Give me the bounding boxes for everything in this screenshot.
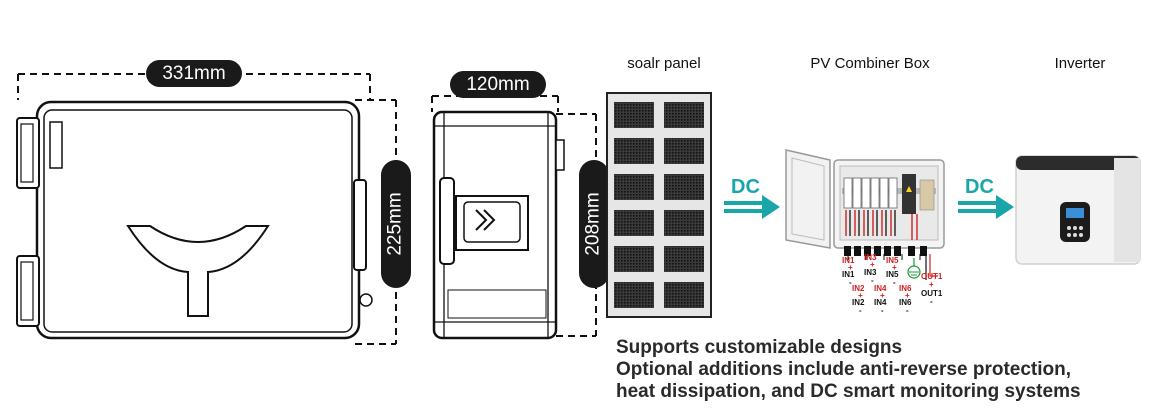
terminal-minus-2: - (859, 306, 862, 315)
dc-arrow-1 (724, 195, 780, 219)
caption-line-2: Optional additions include anti-reverse … (616, 359, 1072, 380)
front-width-label: 331mm (162, 62, 226, 84)
terminal-minus-1: - (849, 278, 852, 287)
terminal-in2-red: IN2 (852, 284, 865, 293)
solar-panel-icon (606, 92, 712, 318)
terminal-plus-6: + (905, 291, 910, 300)
terminal-in5-red: IN5 (886, 256, 899, 265)
terminal-plus-1: + (848, 263, 853, 272)
terminal-plus-3: + (870, 260, 875, 269)
terminal-in3-red: IN3 (864, 253, 877, 262)
terminal-plus-5: + (892, 263, 897, 272)
dc-label-1: DC (731, 176, 760, 198)
terminal-in4-red: IN4 (874, 284, 887, 293)
side-height-dimension: 208mm (579, 160, 609, 288)
dc-arrow-2 (958, 195, 1014, 219)
side-width-label: 120mm (466, 73, 530, 95)
terminal-out1-red: OUT1 (921, 272, 943, 281)
front-height-label: 225mm (385, 192, 407, 256)
terminal-minus-6: - (906, 306, 909, 315)
terminal-in1: IN1 (842, 270, 855, 279)
terminal-minus-4: - (881, 306, 884, 315)
combiner-box-icon (785, 149, 945, 256)
terminal-in5: IN5 (886, 270, 899, 279)
side-height-label: 208mm (583, 192, 605, 256)
terminal-in1-red: IN1 (842, 256, 855, 265)
terminal-minus-out: - (930, 297, 933, 306)
front-height-dimension: 225mm (381, 160, 411, 288)
front-view-drawing (16, 73, 397, 345)
inverter-label: Inverter (1054, 55, 1106, 72)
terminal-minus-5: - (893, 278, 896, 287)
terminal-in6: IN6 (899, 298, 912, 307)
terminal-minus-3: - (871, 276, 874, 285)
terminal-wiring-diagram (847, 254, 938, 280)
terminal-out1: OUT1 (921, 289, 943, 298)
solar-panel-label: soalr panel (627, 55, 701, 72)
terminal-plus-4: + (880, 291, 885, 300)
side-width-dimension: 120mm (450, 71, 546, 98)
terminal-in6-red: IN6 (899, 284, 912, 293)
terminal-in4: IN4 (874, 298, 887, 307)
caption-line-1: Supports customizable designs (616, 337, 903, 358)
front-width-dimension: 331mm (146, 60, 242, 87)
side-view-drawing (431, 95, 597, 340)
dc-label-2: DC (965, 176, 994, 198)
terminal-in2: IN2 (852, 298, 865, 307)
combiner-box-label: PV Combiner Box (810, 55, 930, 72)
terminal-in3: IN3 (864, 268, 877, 277)
caption-line-3: heat dissipation, and DC smart monitorin… (616, 381, 1081, 402)
terminal-plus-2: + (858, 291, 863, 300)
inverter-icon (1015, 155, 1141, 265)
terminal-plus-out: + (929, 280, 934, 289)
